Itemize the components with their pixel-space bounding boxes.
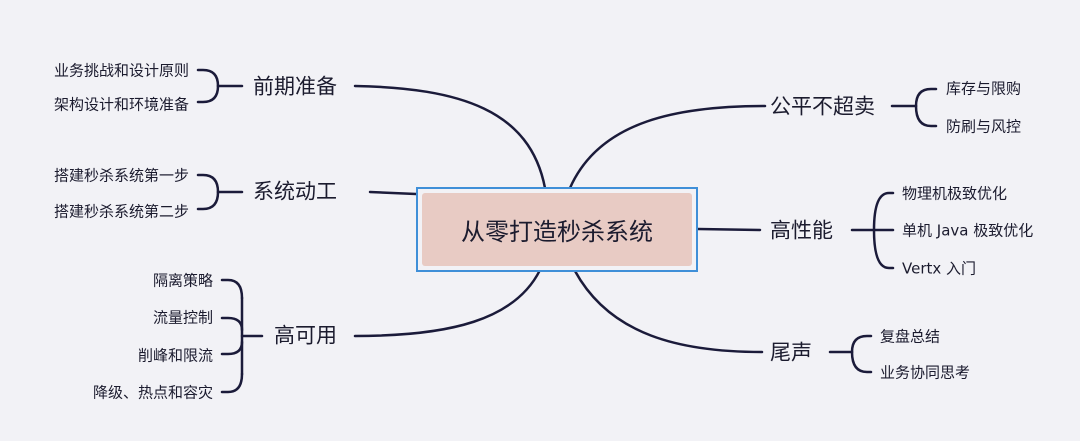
branch-b1-child-2: 架构设计和环境准备 bbox=[53, 95, 189, 114]
branch-b5-child-2: 单机 Java 极致优化 bbox=[902, 221, 1034, 240]
branch-b3-label: 高可用 bbox=[274, 323, 337, 348]
branch-b3-child-3: 削峰和限流 bbox=[137, 346, 213, 365]
branch-b3-child-1: 隔离策略 bbox=[152, 271, 213, 290]
branch-b5-child-1: 物理机极致优化 bbox=[902, 184, 1008, 203]
branch-b3-child-2: 流量控制 bbox=[152, 308, 213, 327]
connector-b1 bbox=[353, 84, 547, 190]
branch-b1-child-1: 业务挑战和设计原则 bbox=[53, 61, 189, 80]
branch-b2-child-1: 搭建秒杀系统第一步 bbox=[53, 166, 189, 185]
center-label: 从零打造秒杀系统 bbox=[422, 193, 692, 266]
center-node: 从零打造秒杀系统 bbox=[416, 187, 698, 272]
branch-b6-child-2: 业务协同思考 bbox=[880, 363, 971, 382]
branch-b2-child-2: 搭建秒杀系统第二步 bbox=[53, 202, 189, 221]
connector-b6 bbox=[573, 269, 764, 354]
connector-b5 bbox=[696, 227, 762, 232]
branch-b4-child-2: 防刷与风控 bbox=[946, 117, 1022, 136]
connector-b4 bbox=[568, 104, 767, 190]
branch-b3-child-4: 降级、热点和容灾 bbox=[92, 383, 213, 402]
branch-b6-child-1: 复盘总结 bbox=[880, 327, 941, 346]
branch-b5-child-3: Vertx 入门 bbox=[902, 259, 977, 278]
branch-b2-label: 系统动工 bbox=[253, 179, 337, 204]
connector-b2 bbox=[368, 190, 418, 196]
branch-b4-child-1: 库存与限购 bbox=[946, 79, 1022, 98]
connector-b3 bbox=[353, 268, 542, 338]
branch-b5-label: 高性能 bbox=[770, 218, 833, 243]
branch-b1-label: 前期准备 bbox=[253, 74, 337, 99]
branch-b6-label: 尾声 bbox=[770, 340, 812, 365]
branch-b4-label: 公平不超卖 bbox=[770, 94, 875, 119]
